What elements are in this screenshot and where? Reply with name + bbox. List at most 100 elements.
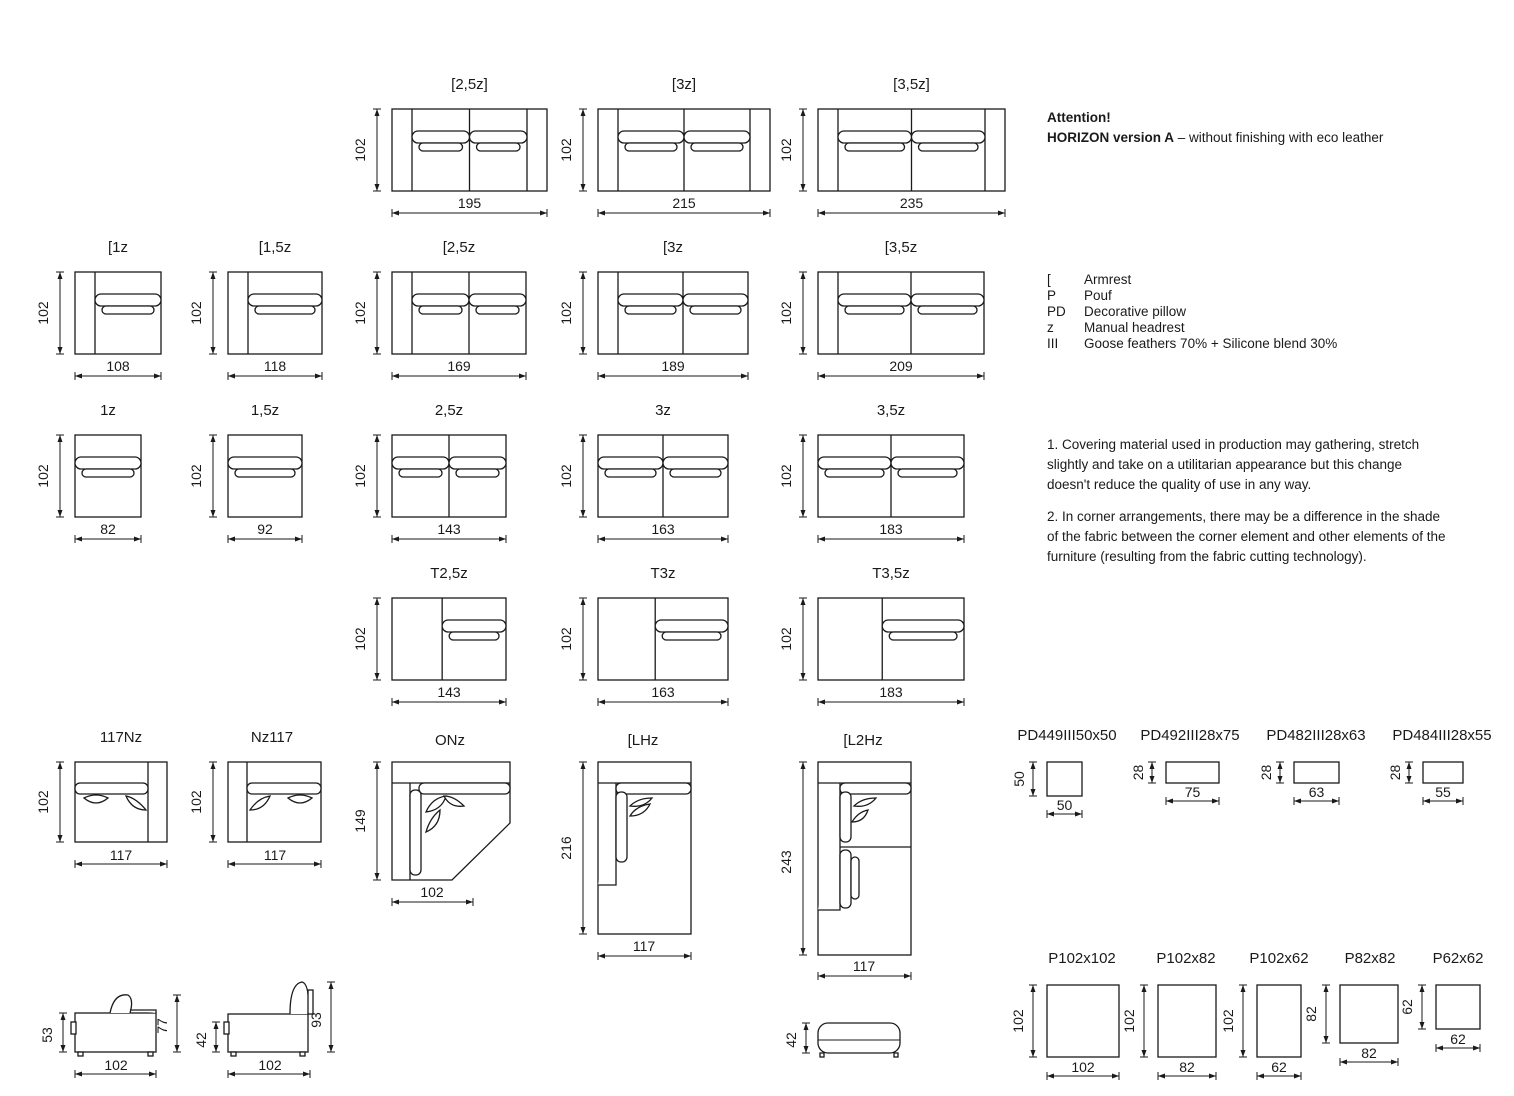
arrow-head bbox=[1391, 1059, 1398, 1065]
width-dimension: 143 bbox=[437, 521, 461, 537]
headrest-shape bbox=[890, 456, 965, 470]
arrow-head bbox=[210, 435, 216, 442]
height-dimension: 216 bbox=[558, 836, 574, 860]
arrow-head bbox=[60, 1045, 66, 1052]
headrest-shape bbox=[247, 293, 323, 307]
arrow-head bbox=[818, 973, 825, 979]
arrow-head bbox=[1158, 1073, 1165, 1079]
pouf-name: P82x82 bbox=[1345, 950, 1396, 967]
arrow-head bbox=[580, 347, 586, 354]
height-dimension: 77 bbox=[154, 1018, 170, 1034]
arrow-head bbox=[818, 210, 825, 216]
headrest-shape bbox=[669, 468, 722, 478]
arrow-head bbox=[57, 762, 63, 769]
headrest-shape bbox=[391, 456, 450, 470]
side-leg bbox=[299, 1051, 306, 1057]
arrow-head bbox=[315, 373, 322, 379]
width-dimension: 82 bbox=[100, 521, 116, 537]
arrow-head bbox=[1257, 1073, 1264, 1079]
arrow-head bbox=[580, 510, 586, 517]
arrow-head bbox=[374, 347, 380, 354]
arrow-head bbox=[998, 210, 1005, 216]
width-dimension: 117 bbox=[633, 938, 656, 954]
width-dimension: 108 bbox=[106, 358, 130, 374]
arrow-head bbox=[374, 673, 380, 680]
pouf-name: P62x62 bbox=[1433, 950, 1484, 967]
pouf-name: P102x82 bbox=[1156, 950, 1215, 967]
side-headrest bbox=[109, 994, 133, 1014]
legend-key: III bbox=[1047, 336, 1059, 351]
arrow-head bbox=[392, 899, 399, 905]
width-dimension: 169 bbox=[447, 358, 471, 374]
height-dimension: 102 bbox=[558, 138, 574, 162]
headrest-shape bbox=[411, 130, 471, 144]
arrow-head bbox=[174, 995, 180, 1002]
arrow-head bbox=[580, 598, 586, 605]
arrow-head bbox=[1419, 985, 1425, 992]
arrow-head bbox=[580, 184, 586, 191]
arrow-head bbox=[210, 835, 216, 842]
arrow-head bbox=[303, 1071, 310, 1077]
arrow-head bbox=[228, 373, 235, 379]
headrest-shape bbox=[839, 791, 852, 843]
arrow-head bbox=[1212, 798, 1219, 804]
bench-body bbox=[817, 1022, 901, 1054]
arrow-head bbox=[213, 1022, 219, 1029]
headrest-shape bbox=[254, 305, 316, 315]
headrest-shape bbox=[74, 782, 149, 795]
pouf-name: P102x62 bbox=[1249, 950, 1308, 967]
pillow-shape bbox=[628, 803, 652, 817]
arrow-head bbox=[57, 835, 63, 842]
module-name: T2,5z bbox=[430, 565, 468, 582]
headrest-shape bbox=[844, 305, 905, 315]
width-dimension: 55 bbox=[1435, 784, 1451, 800]
arrow-head bbox=[154, 373, 161, 379]
arrow-head bbox=[1406, 762, 1412, 769]
arrow-head bbox=[1047, 811, 1054, 817]
module-outline bbox=[74, 761, 168, 843]
arrow-head bbox=[57, 347, 63, 354]
arrow-head bbox=[818, 699, 825, 705]
arrow-head bbox=[1423, 798, 1430, 804]
headrest-shape bbox=[74, 456, 142, 470]
width-dimension: 183 bbox=[879, 521, 903, 537]
height-dimension: 102 bbox=[778, 464, 794, 488]
height-dimension: 102 bbox=[558, 627, 574, 651]
headrest-shape bbox=[411, 293, 470, 307]
width-dimension: 195 bbox=[458, 195, 482, 211]
side-leg bbox=[230, 1051, 237, 1057]
width-dimension: 102 bbox=[258, 1057, 282, 1073]
notes-block: 1. Covering material used in production … bbox=[1047, 435, 1447, 579]
width-dimension: 183 bbox=[879, 684, 903, 700]
arrow-head bbox=[580, 927, 586, 934]
arrow-head bbox=[392, 536, 399, 542]
module-name: ONz bbox=[435, 732, 465, 749]
width-dimension: 117 bbox=[264, 847, 287, 863]
arrow-head bbox=[763, 210, 770, 216]
module-name: [LHz bbox=[628, 732, 659, 749]
attention-title: Attention! bbox=[1047, 110, 1111, 125]
module-name: Nz117 bbox=[251, 729, 293, 746]
headrest-shape bbox=[662, 456, 729, 470]
height-dimension: 28 bbox=[1130, 765, 1146, 781]
module-name: [1z bbox=[108, 239, 128, 256]
arrow-head bbox=[803, 1046, 809, 1053]
arrow-head bbox=[800, 272, 806, 279]
module-name: 3z bbox=[655, 402, 671, 419]
headrest-shape bbox=[468, 293, 527, 307]
arrow-head bbox=[295, 536, 302, 542]
